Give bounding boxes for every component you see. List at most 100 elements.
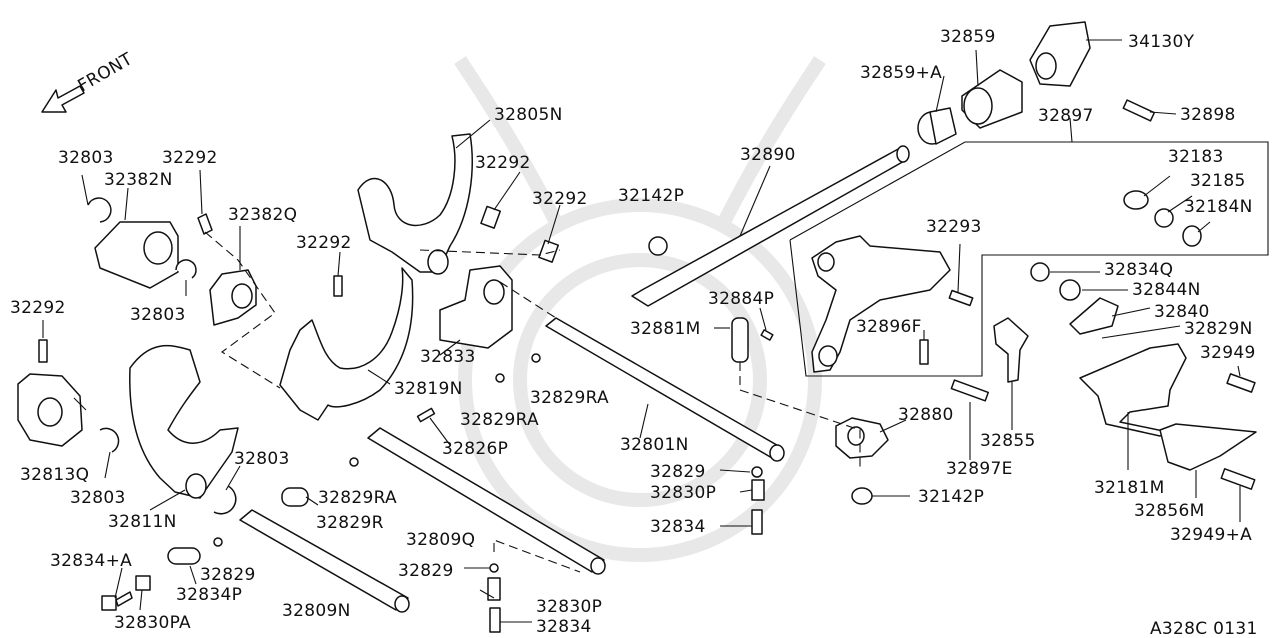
callout-32803-b: 32803 bbox=[130, 305, 186, 325]
part-32880-arm bbox=[835, 417, 889, 459]
callout-32801N: 32801N bbox=[620, 435, 689, 455]
part-32142P-plug-b bbox=[851, 487, 873, 505]
callout-32292-c: 32292 bbox=[475, 153, 531, 173]
callout-32829R: 32829R bbox=[316, 513, 384, 533]
part-32805N-fork bbox=[357, 133, 473, 275]
part-32949-bolt bbox=[1226, 373, 1256, 393]
part-32803-clip-b bbox=[175, 259, 197, 279]
part-32844N-bushing bbox=[1059, 279, 1081, 301]
part-32185-bushing bbox=[1154, 208, 1174, 228]
part-32184N-pin bbox=[1182, 225, 1202, 247]
part-32855-plate bbox=[993, 317, 1029, 383]
callout-32292-b: 32292 bbox=[10, 298, 66, 318]
part-32834Q-washer bbox=[1030, 262, 1050, 282]
callout-32813Q: 32813Q bbox=[20, 465, 89, 485]
callout-32826P: 32826P bbox=[442, 439, 508, 459]
callout-32185: 32185 bbox=[1190, 171, 1246, 191]
part-32834-bolt-b bbox=[751, 509, 763, 535]
leader-lines bbox=[73, 39, 1241, 623]
front-label: FRONT bbox=[75, 49, 137, 96]
part-32829-ball-b bbox=[489, 563, 499, 573]
callout-32834-b: 32834 bbox=[650, 517, 706, 537]
callout-32896F: 32896F bbox=[856, 317, 922, 337]
callout-32809Q: 32809Q bbox=[406, 530, 475, 550]
callout-32949A: 32949+A bbox=[1170, 525, 1252, 545]
front-direction-arrow: FRONT bbox=[41, 49, 137, 113]
callout-34130Y: 34130Y bbox=[1128, 32, 1195, 52]
callout-32881M: 32881M bbox=[630, 319, 701, 339]
callout-32292-e: 32292 bbox=[296, 233, 352, 253]
part-32840-arm bbox=[1069, 297, 1119, 335]
part-32897E-pin bbox=[950, 379, 990, 402]
part-32859A-bushing bbox=[917, 107, 957, 145]
callout-32181M: 32181M bbox=[1094, 478, 1165, 498]
part-32834-bolt-a bbox=[489, 607, 501, 633]
part-32829RA-ball-a bbox=[349, 457, 359, 467]
part-32829R-plug bbox=[281, 487, 309, 507]
callout-32183: 32183 bbox=[1168, 147, 1224, 167]
callout-32859: 32859 bbox=[940, 27, 996, 47]
callout-32830P-b: 32830P bbox=[650, 483, 716, 503]
callout-32898: 32898 bbox=[1180, 105, 1236, 125]
catalog-code: A328C 0131 bbox=[1150, 619, 1258, 638]
callout-32292-a: 32292 bbox=[162, 148, 218, 168]
callout-32834P-a: 32834P bbox=[176, 585, 242, 605]
callout-32834A: 32834+A bbox=[50, 551, 132, 571]
callout-32829-c: 32829 bbox=[650, 462, 706, 482]
callout-32829-a: 32829 bbox=[200, 565, 256, 585]
part-32382N-bracket bbox=[94, 187, 179, 289]
part-callout-labels: 32803 32382N 32292 32382Q 32803 32292 32… bbox=[10, 27, 1258, 638]
part-32834A-bolt bbox=[101, 591, 133, 611]
callout-32805N: 32805N bbox=[494, 105, 563, 125]
part-32292-pin-a bbox=[197, 213, 213, 235]
part-32829-ball-a bbox=[213, 537, 223, 547]
part-32890-shaft bbox=[631, 145, 910, 307]
part-32898-pin bbox=[1122, 99, 1156, 122]
part-32293-pin bbox=[948, 289, 974, 307]
callout-32382Q: 32382Q bbox=[228, 205, 297, 225]
part-32826P-pin bbox=[416, 407, 436, 423]
part-32292-pin-e bbox=[333, 275, 343, 297]
callout-32830P-a: 32830P bbox=[536, 597, 602, 617]
callout-32830PA: 32830PA bbox=[114, 613, 191, 633]
part-32382Q-block bbox=[209, 269, 257, 326]
callout-32949: 32949 bbox=[1200, 343, 1256, 363]
callout-32897E: 32897E bbox=[946, 459, 1013, 479]
part-32834P-pin-a bbox=[167, 547, 201, 565]
callout-32884P: 32884P bbox=[708, 289, 774, 309]
callout-32293: 32293 bbox=[926, 217, 982, 237]
callout-32829-b: 32829 bbox=[398, 561, 454, 581]
callout-32819N: 32819N bbox=[394, 379, 463, 399]
callout-32829N: 32829N bbox=[1184, 319, 1253, 339]
part-32829RA-ball-c bbox=[531, 353, 541, 363]
part-32803-clip-d bbox=[213, 485, 237, 515]
part-32829-ball-c bbox=[751, 466, 763, 478]
part-32292-pin-b bbox=[38, 320, 48, 363]
callout-32897: 32897 bbox=[1038, 106, 1094, 126]
part-32896F-pin bbox=[919, 339, 929, 365]
callout-32829RA-a: 32829RA bbox=[318, 488, 397, 508]
part-32829RA-ball-b bbox=[495, 373, 505, 383]
part-32801N-rod bbox=[545, 317, 785, 462]
callout-32840: 32840 bbox=[1154, 302, 1210, 322]
callout-32856M: 32856M bbox=[1134, 501, 1205, 521]
part-32183-clip bbox=[1123, 190, 1149, 210]
callout-32803-a: 32803 bbox=[58, 148, 114, 168]
part-32181M-bracket bbox=[1079, 343, 1187, 437]
callout-32142P-b: 32142P bbox=[918, 487, 984, 507]
callout-32803-c: 32803 bbox=[70, 488, 126, 508]
callout-32833: 32833 bbox=[420, 347, 476, 367]
part-32813Q-block bbox=[17, 373, 83, 447]
part-32833-bracket bbox=[439, 265, 513, 349]
part-32949A-bolt bbox=[1220, 468, 1256, 490]
part-32881M-pin bbox=[731, 317, 749, 363]
part-link-lever-assembly bbox=[811, 235, 951, 373]
watermark-emblem bbox=[454, 56, 826, 562]
part-32809Q-rod bbox=[367, 427, 606, 575]
part-32292-pin-d bbox=[538, 239, 560, 263]
part-32859-boot bbox=[961, 69, 1023, 129]
part-32884P-pin bbox=[760, 329, 774, 341]
part-32830PA-spring bbox=[135, 575, 151, 591]
part-32830P-spring-b bbox=[751, 479, 765, 501]
callout-32829RA-b: 32829RA bbox=[460, 410, 539, 430]
